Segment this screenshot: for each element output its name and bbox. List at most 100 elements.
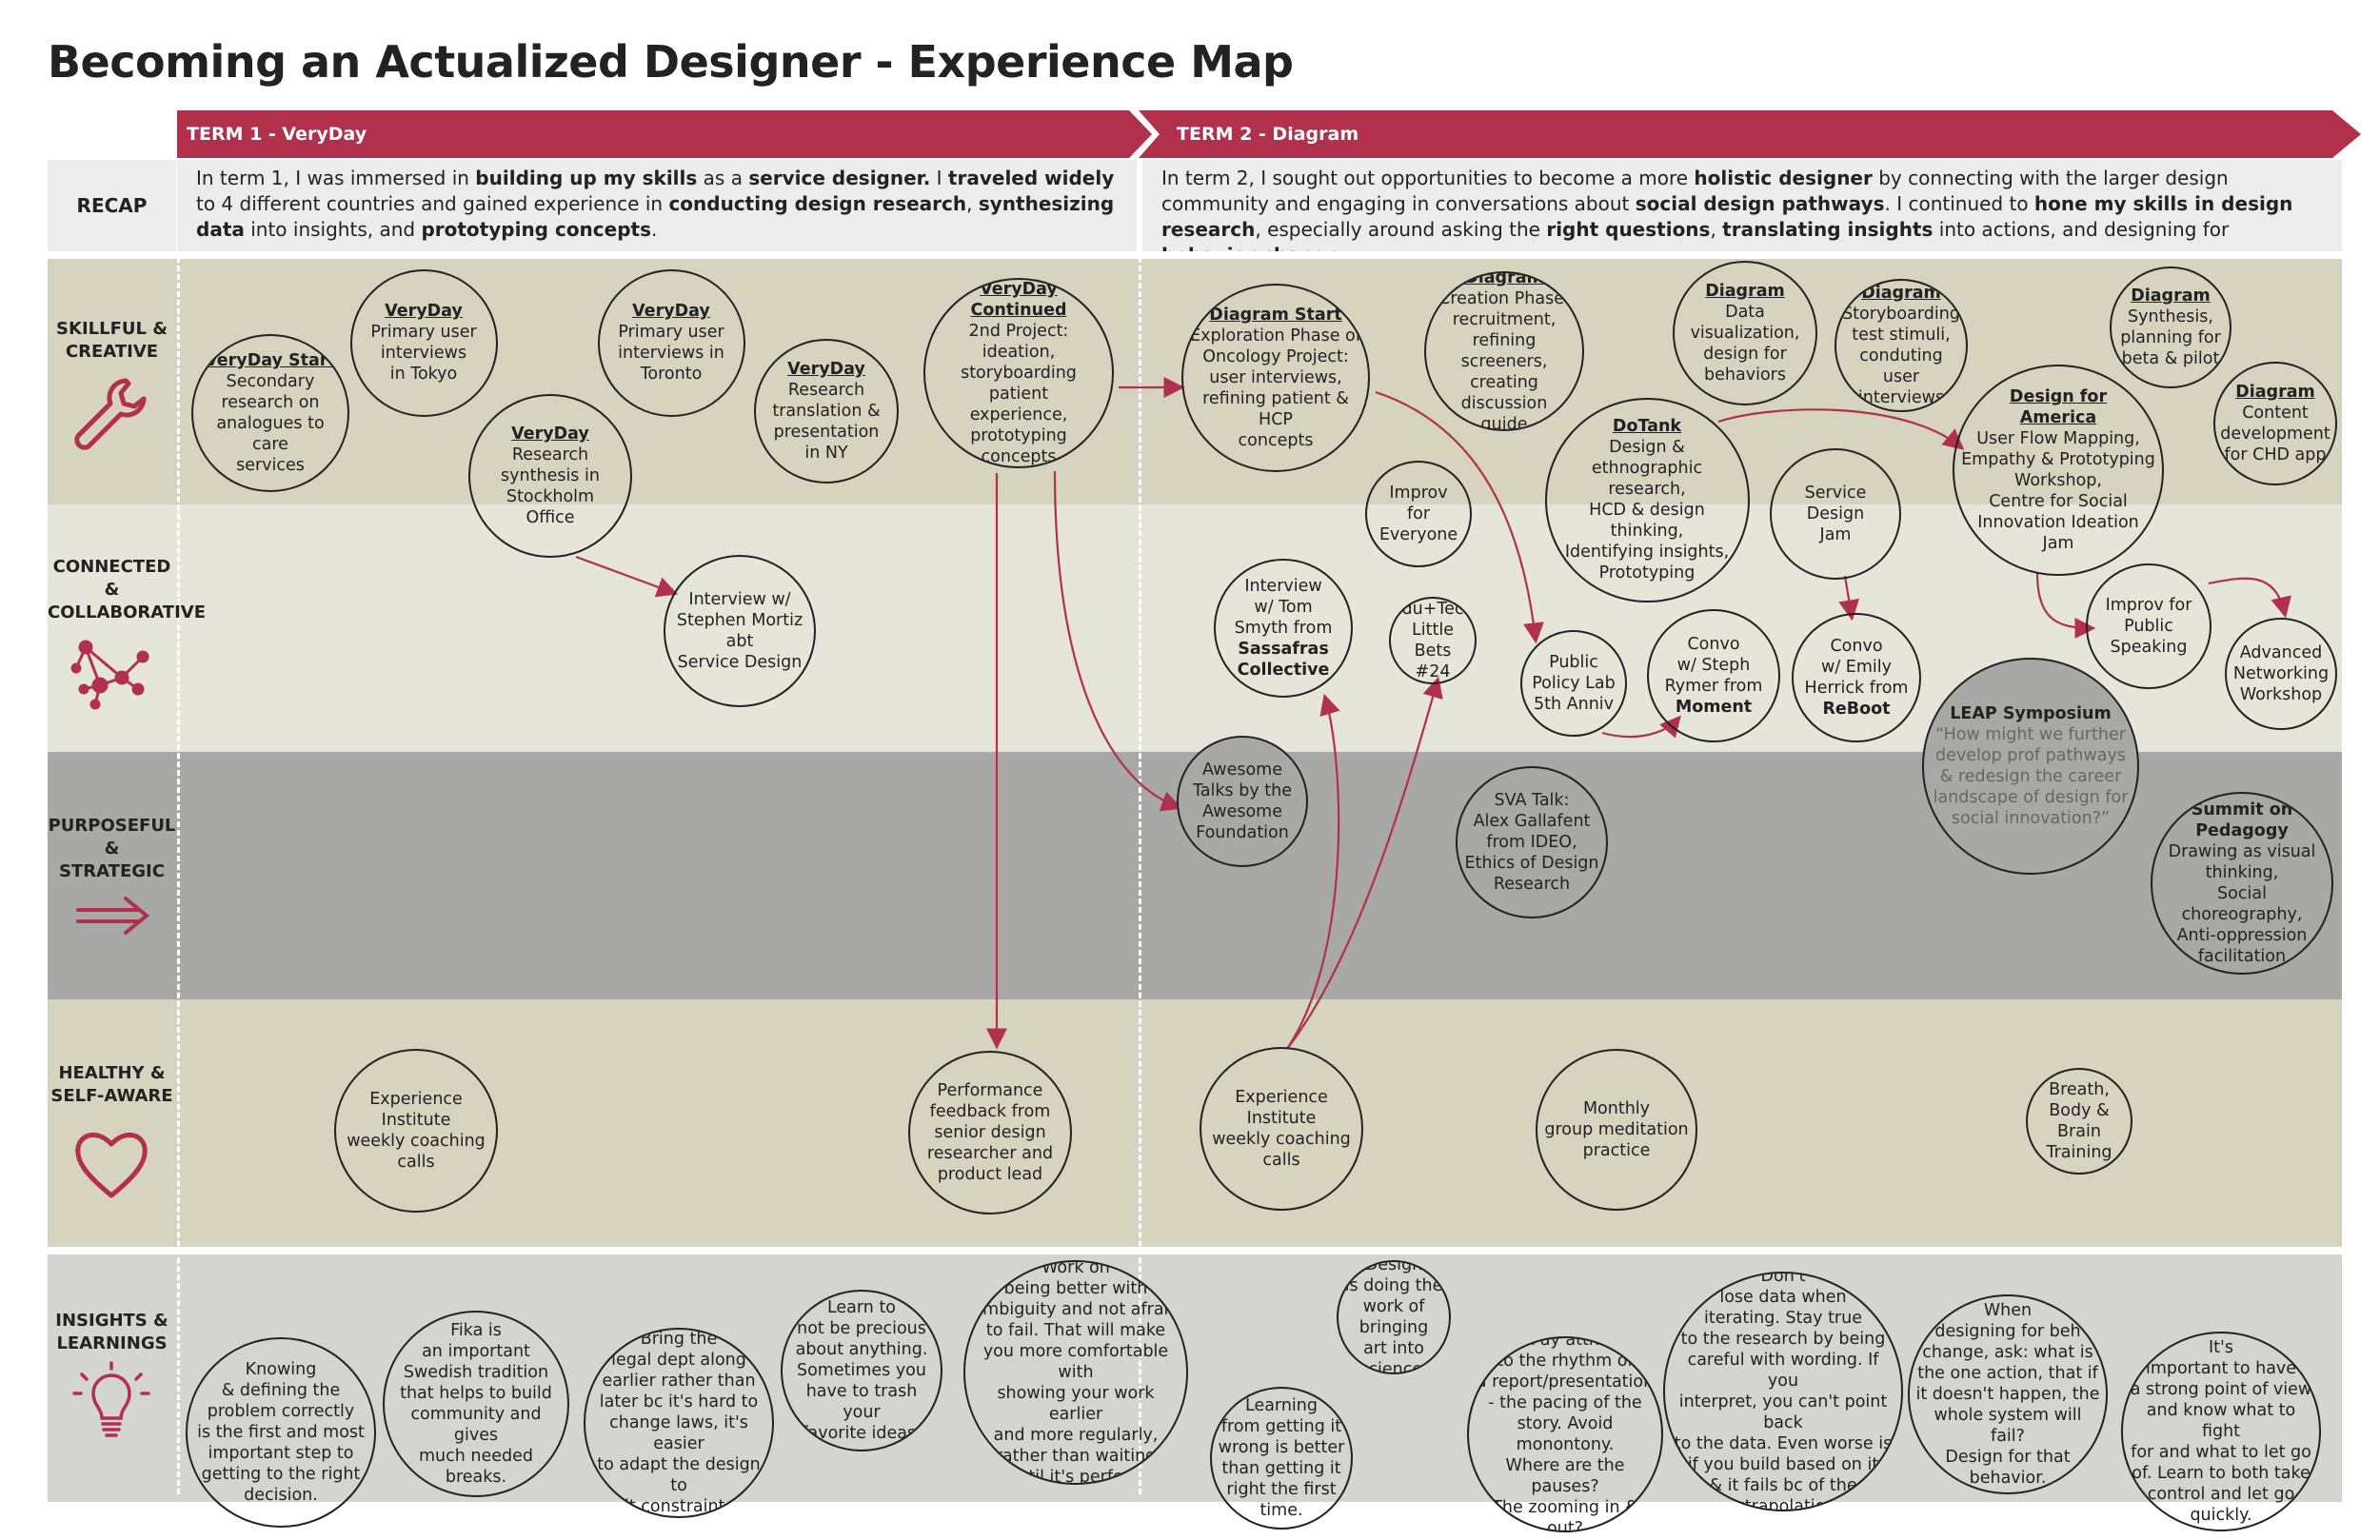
node-line: change, ask: what is: [1922, 1343, 2093, 1362]
node-line: important step to: [208, 1444, 354, 1463]
node-line: storyboarding patient: [961, 364, 1077, 404]
node-line: lose data when: [1719, 1288, 1847, 1307]
node-line: than getting it: [1221, 1459, 1341, 1478]
node-line: research on: [221, 393, 320, 412]
recap-text-run: traveled widely: [947, 167, 1115, 189]
arrow-dotank-to-dfa: [1717, 408, 1965, 450]
node-line: decision.: [244, 1486, 318, 1505]
recap-text-run: .: [1340, 244, 1346, 251]
band-label-line: INSIGHTS &: [55, 1311, 169, 1331]
node-line: Improv: [1389, 484, 1448, 503]
node-line: whole system will fail?: [1934, 1406, 2082, 1446]
node-line: facilitation: [2197, 947, 2287, 966]
node-line: Diagram: [1861, 284, 1941, 303]
node-line: VeryDay Start: [205, 351, 336, 370]
node-line: group meditation: [1544, 1120, 1689, 1139]
node-line: Workshop: [2239, 685, 2323, 704]
recap-text-run: as a: [697, 167, 749, 189]
recap-text-run: conducting design research: [668, 192, 967, 215]
node-line: #24: [1415, 662, 1451, 681]
node-line: The zooming in &: [1492, 1498, 1638, 1517]
node-line: Ethics of Design: [1464, 854, 1599, 873]
node-line: and more regularly,: [993, 1426, 1159, 1445]
node-line: experience,: [969, 405, 1068, 424]
node-line: recruitment,: [1452, 310, 1557, 329]
recap-text-run: by connecting with the larger design com…: [1161, 167, 2229, 215]
recap-text-run: In term 1, I was immersed in: [196, 167, 476, 189]
node-line: Diagram: [2235, 383, 2315, 402]
node-line: analogues to care: [216, 414, 325, 454]
node-line: America: [2019, 408, 2097, 427]
node-line: creating: [1470, 373, 1538, 392]
node-line: for: [1406, 504, 1431, 523]
node-line: Herrick from: [1804, 679, 1909, 698]
node-line: iterating. Stay true: [1704, 1309, 1862, 1328]
arrow-ei2-to-interview-tom: [1286, 693, 1340, 1050]
band-label-insights: INSIGHTS &LEARNINGS: [48, 1310, 176, 1355]
node-line: getting to the right: [201, 1465, 361, 1484]
node-line: & redesign the career: [1939, 767, 2122, 786]
node-line: & defining the: [221, 1381, 341, 1400]
recap-text-run: to 4 different countries and gained expe…: [196, 192, 669, 215]
node-line: Sassafras: [1238, 640, 1329, 659]
network-icon: [70, 640, 149, 710]
recap-text-run: . I continued to: [1884, 192, 2034, 215]
node-line: Talks by the: [1193, 781, 1292, 800]
recap-label: RECAP: [48, 160, 176, 251]
node-line: out?: [1547, 1519, 1583, 1532]
node-line: Pay attn: [1531, 1336, 1599, 1350]
node-line: conduting user: [1859, 346, 1943, 386]
node-line: calls: [1262, 1151, 1300, 1170]
node-line: presentation: [773, 423, 880, 442]
node-line: change laws, it's easier: [609, 1413, 748, 1453]
node-line: 5th Anniv: [1533, 695, 1615, 714]
node-line: Summit on: [2191, 800, 2293, 819]
node-line: practice: [1582, 1141, 1651, 1160]
node-line: Performance: [937, 1081, 1043, 1100]
node-line: being better with: [1003, 1279, 1148, 1298]
recap-text-run: social design pathways: [1635, 192, 1885, 215]
node-line: Everyone: [1378, 525, 1458, 544]
node-line: DoTank: [1612, 417, 1682, 436]
recap-text-run: I: [930, 167, 948, 189]
band-label-line: CONNECTED: [52, 557, 171, 577]
node-line: Body & Brain: [2049, 1101, 2110, 1141]
node-line: planning for: [2120, 328, 2221, 347]
node-line: Empathy & Prototyping: [1961, 450, 2155, 469]
node-line: Networking: [2232, 664, 2330, 683]
band-label-purposeful: PURPOSEFUL&STRATEGIC: [48, 815, 176, 883]
term-2-divider: [1139, 257, 1141, 1494]
recap-text-run: synthesizing data: [196, 192, 1115, 241]
node-line: Workshop,: [2014, 471, 2102, 490]
node-line: you more comfortable with: [982, 1342, 1169, 1382]
band-label-line: PURPOSEFUL: [48, 816, 176, 836]
node-line: behavior.: [1969, 1469, 2047, 1488]
node-line: to the data. Even worse is: [1674, 1434, 1893, 1453]
node-line: Smyth from: [1234, 619, 1333, 638]
node-line: Diagram: [2131, 286, 2211, 306]
node-line: 2nd Project: ideation,: [968, 322, 1069, 362]
recap-text-run: prototyping concepts: [421, 218, 651, 241]
node-line: prototyping: [970, 426, 1067, 445]
node-line: Anti-oppression: [2176, 926, 2308, 945]
node-line: behaviors: [1704, 365, 1786, 385]
node-line: community and gives: [410, 1405, 542, 1445]
node-line: Stockholm: [506, 487, 595, 506]
node-line: Rymer from: [1664, 677, 1763, 696]
node-line: It's: [2209, 1338, 2233, 1357]
node-line: services: [236, 456, 305, 475]
node-line: careful with wording. If you: [1687, 1351, 1879, 1391]
node-line: Storyboarding: [1842, 305, 1960, 324]
node-line: from IDEO,: [1486, 833, 1577, 852]
node-line: Learning: [1245, 1396, 1318, 1415]
